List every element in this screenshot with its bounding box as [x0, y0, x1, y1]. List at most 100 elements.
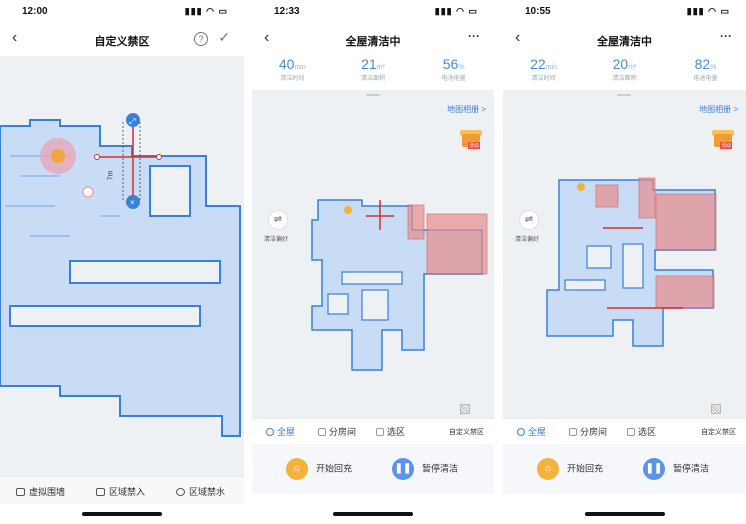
tab-label: 全屋: [528, 427, 547, 437]
recharge-button[interactable]: ⌂开始回充: [286, 458, 352, 480]
delete-handle[interactable]: [126, 195, 140, 209]
length-label: 7m: [107, 170, 115, 181]
stat-unit: %: [458, 64, 465, 71]
stat-label: 清洁时间: [531, 76, 556, 82]
tab-label: 选区: [387, 427, 406, 437]
page-title: 自定义禁区: [94, 36, 150, 48]
tab-label: 选区: [638, 427, 657, 437]
wall-icon: [16, 488, 25, 496]
system-icons: ▮▮▮ ◠ ▭: [686, 6, 730, 16]
tab-label: 分房间: [580, 427, 608, 437]
tab-select-area[interactable]: 选区: [627, 425, 656, 438]
nogo-zone[interactable]: [655, 193, 717, 251]
map-area[interactable]: [503, 90, 746, 418]
nogo-zone[interactable]: [426, 213, 488, 275]
action-bar: ⌂开始回充 ❚❚ 暂停清洁: [252, 444, 494, 494]
tab-whole-house[interactable]: 全屋: [266, 425, 295, 438]
nomop-zone-button[interactable]: 区域禁水: [176, 485, 225, 498]
stat-label: 电池电量: [441, 76, 466, 82]
screen-custom-nogo: 12:00 ▮▮▮ ◠ ▭ ‹ 自定义禁区 ? ✓: [0, 0, 244, 524]
no-water-icon: [176, 488, 185, 496]
page-title: 全屋清洁中: [345, 36, 401, 48]
gift-icon[interactable]: 活动: [460, 126, 482, 150]
tab-by-room[interactable]: 分房间: [318, 425, 356, 438]
stat-label: 清洁时间: [280, 76, 305, 82]
more-icon[interactable]: ···: [720, 29, 732, 43]
map-area[interactable]: ⤢ × 7m: [0, 56, 244, 476]
recharge-button[interactable]: ⌂ 开始回充: [537, 458, 603, 480]
back-icon[interactable]: ‹: [515, 29, 521, 46]
map-album-link[interactable]: 地图相册 >: [447, 105, 486, 114]
tab-select-area[interactable]: 选区: [376, 425, 405, 438]
virtual-wall-button[interactable]: 虚拟围墙: [16, 485, 65, 498]
clean-mode-tabs: 全屋 分房间 选区 自定义禁区: [503, 418, 746, 442]
home-indicator: [584, 512, 665, 516]
nogo-zone[interactable]: [655, 275, 715, 309]
nogo-zone-button[interactable]: 区域禁入: [96, 485, 145, 498]
tool-label: 区域禁水: [189, 487, 226, 497]
map-area[interactable]: [252, 90, 494, 418]
pause-button[interactable]: ❚❚ 暂停清洁: [392, 458, 458, 480]
help-icon[interactable]: ?: [194, 32, 208, 46]
stat-unit: %: [710, 64, 717, 71]
mosaic-icon[interactable]: [460, 404, 470, 414]
action-label: 暂停清洁: [422, 463, 459, 474]
status-bar: 12:33 ▮▮▮ ◠ ▭: [252, 0, 494, 24]
clean-pref-label: 清洁偏好: [515, 237, 540, 243]
back-icon[interactable]: ‹: [12, 29, 18, 46]
drawer-handle[interactable]: [366, 94, 380, 96]
stat-battery: 82%电池电量: [671, 56, 741, 90]
stat-unit: m²: [628, 64, 637, 71]
stat-value: 21: [361, 56, 377, 72]
drawer-handle[interactable]: [617, 94, 631, 96]
gift-icon[interactable]: 活动: [712, 126, 734, 150]
svg-text:×: ×: [130, 198, 135, 207]
custom-nogo-link[interactable]: 自定义禁区: [701, 429, 736, 436]
clean-pref-button[interactable]: ⇌: [519, 210, 539, 230]
stat-unit: min: [545, 64, 557, 71]
confirm-check-icon[interactable]: ✓: [218, 29, 230, 45]
map-album-link[interactable]: 地图相册 >: [699, 105, 738, 114]
page-title: 全屋清洁中: [597, 36, 652, 48]
home-indicator: [333, 512, 413, 516]
nogo-toolbar: 虚拟围墙 区域禁入 区域禁水: [0, 476, 244, 504]
system-icons: ▮▮▮ ◠ ▭: [434, 6, 478, 16]
stat-unit: m²: [376, 64, 385, 71]
resize-handle[interactable]: [126, 113, 140, 127]
tab-label: 全屋: [277, 427, 296, 437]
stat-value: 56: [442, 56, 459, 72]
clean-pref-label: 清洁偏好: [264, 237, 289, 243]
status-bar: 12:00 ▮▮▮ ◠ ▭: [0, 0, 244, 24]
pause-button[interactable]: ❚❚暂停清洁: [643, 458, 709, 480]
charge-icon: ⌂: [537, 458, 559, 480]
tool-label: 区域禁入: [109, 487, 146, 497]
clock: 12:00: [22, 6, 48, 17]
stat-area: 21m² 清洁面积: [338, 56, 408, 90]
nav-bar: ‹ 全屋清洁中 ···: [252, 26, 494, 54]
stat-label: 清洁面积: [612, 76, 637, 82]
floor-map: ⤢ ×: [0, 113, 241, 437]
custom-nogo-link[interactable]: 自定义禁区: [449, 429, 484, 436]
status-bar: 10:55 ▮▮▮ ◠ ▭: [503, 0, 746, 24]
back-icon[interactable]: ‹: [264, 29, 270, 46]
tab-whole-house[interactable]: 全屋: [517, 425, 546, 438]
tab-by-room[interactable]: 分房间: [569, 425, 607, 438]
more-icon[interactable]: ···: [468, 29, 480, 43]
pause-icon: ❚❚: [392, 458, 414, 480]
mosaic-icon[interactable]: [711, 404, 721, 414]
charge-icon: ⌂: [286, 458, 308, 480]
nav-bar: ‹ 自定义禁区 ? ✓: [0, 26, 244, 54]
system-icons: ▮▮▮ ◠ ▭: [184, 6, 228, 16]
action-label: 开始回充: [567, 463, 604, 474]
clean-pref-button[interactable]: ⇌: [268, 210, 288, 230]
stat-value: 40: [278, 56, 295, 72]
stat-label: 清洁面积: [360, 76, 385, 82]
clock: 10:55: [525, 6, 551, 17]
stat-battery: 56% 电池电量: [419, 56, 489, 90]
